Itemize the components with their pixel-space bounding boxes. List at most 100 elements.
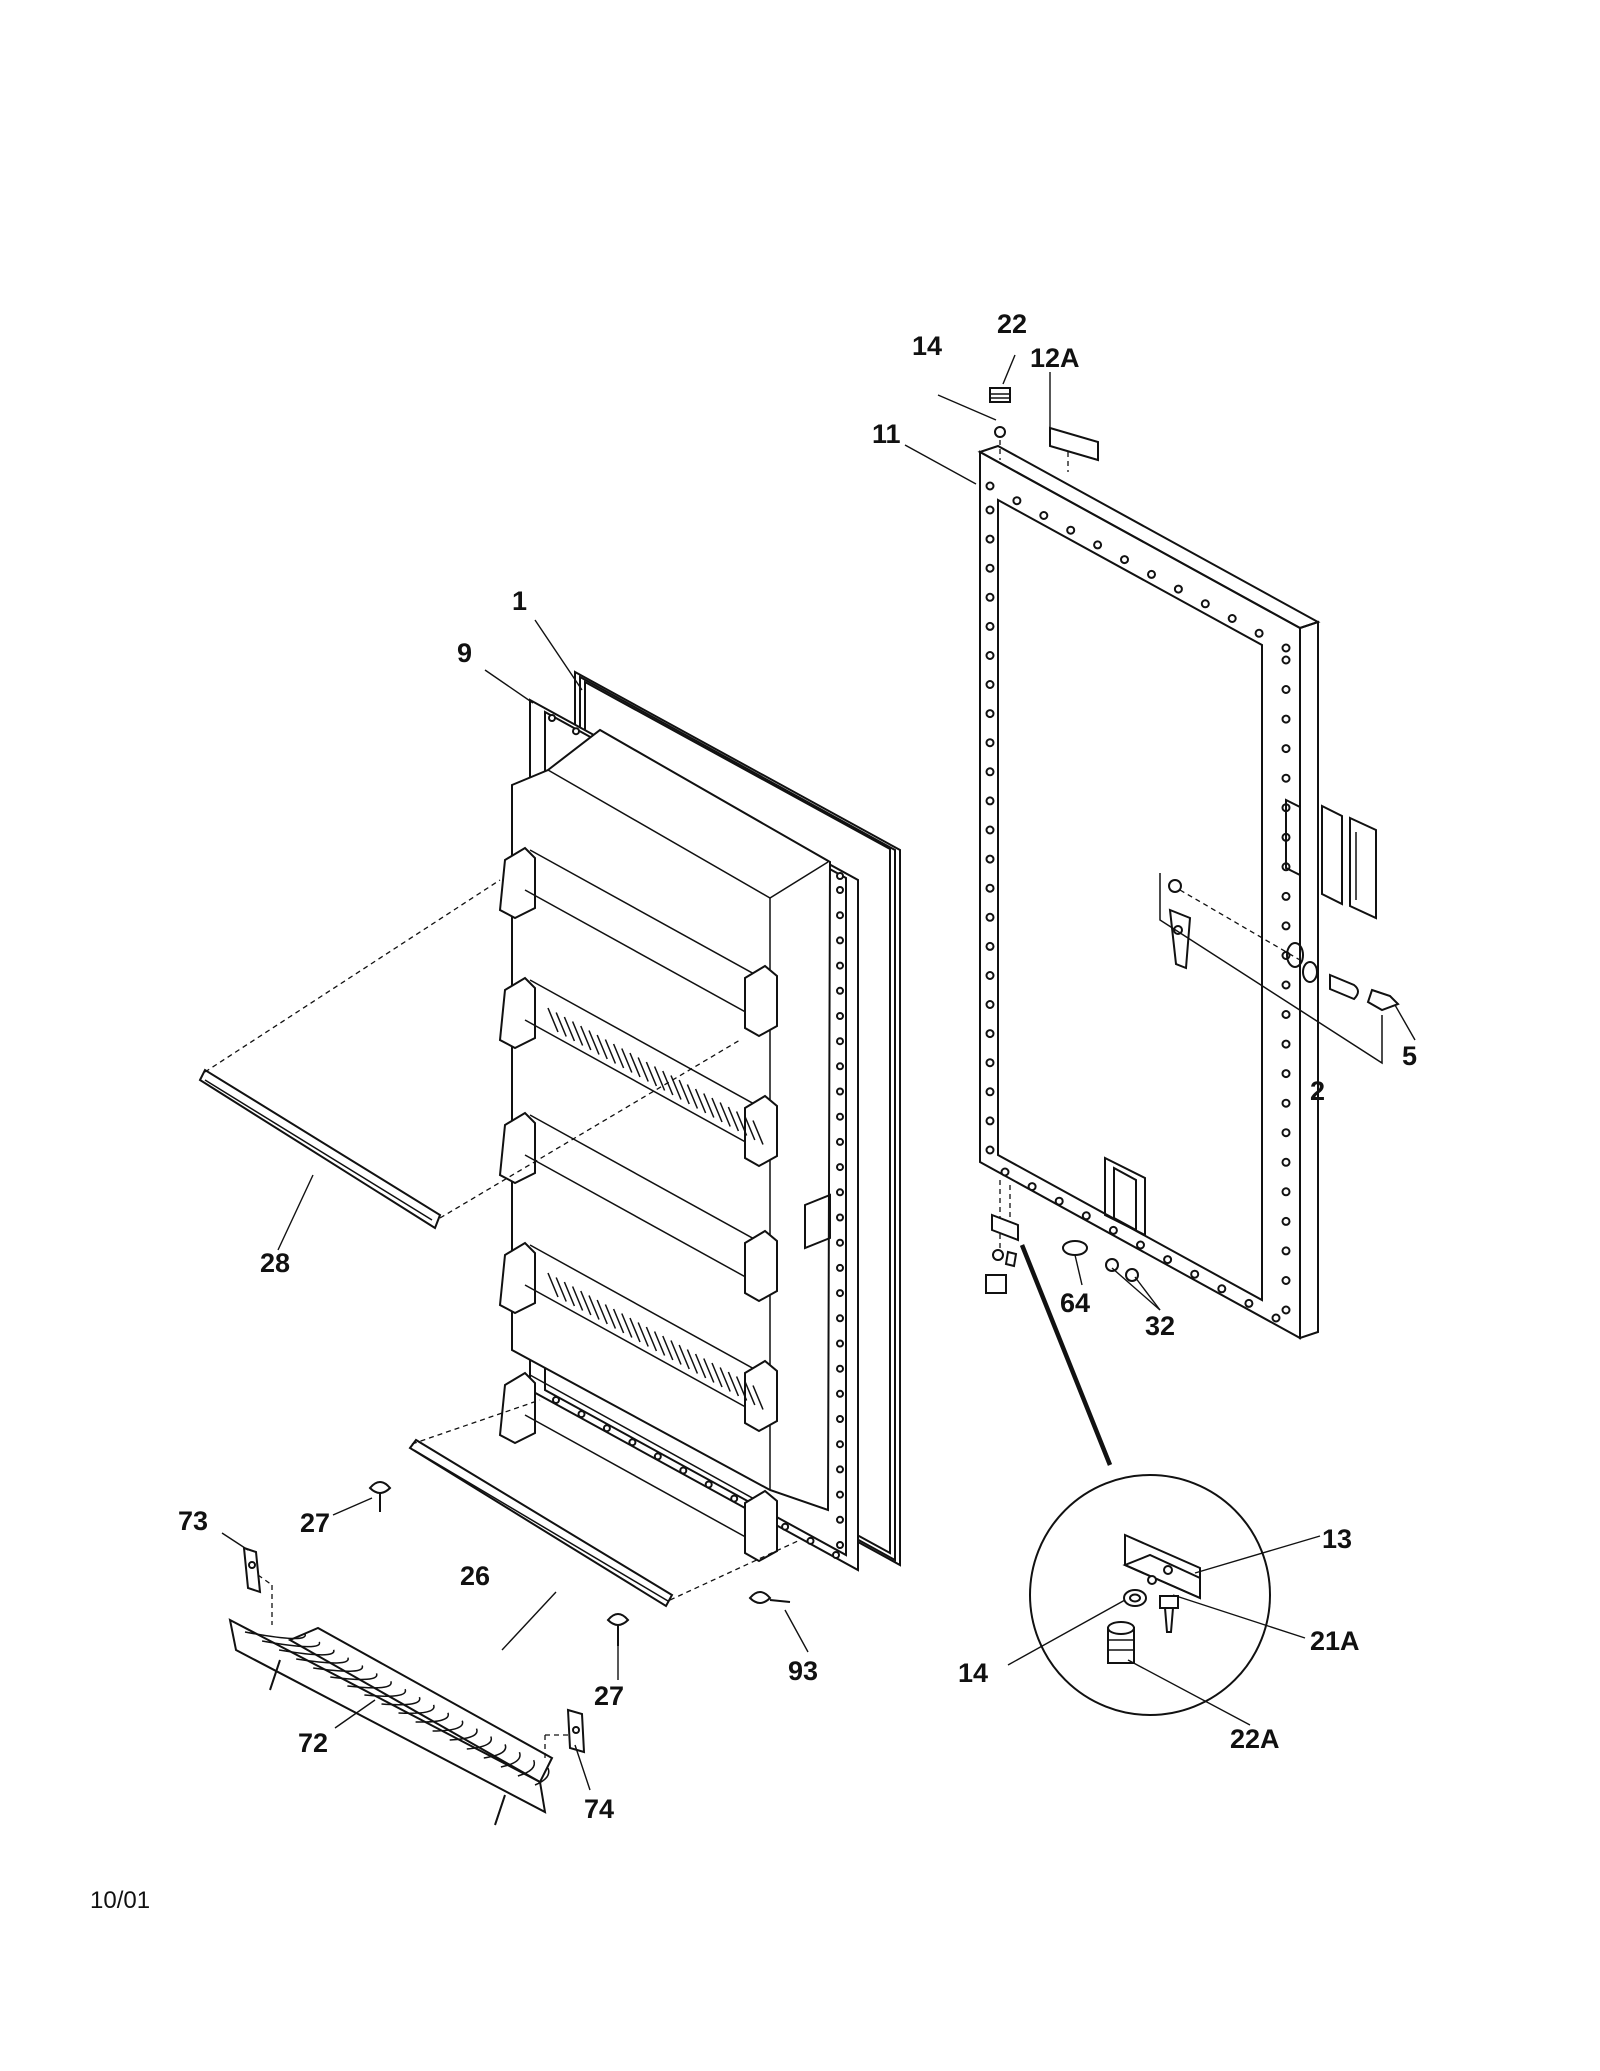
label-2: 2 — [1310, 1076, 1325, 1106]
screw-hole — [836, 1364, 844, 1373]
shelf-slat — [686, 1349, 699, 1374]
screw-hole — [836, 1263, 844, 1272]
shelf-slat — [694, 1088, 707, 1114]
shelf-slat — [678, 1344, 690, 1370]
shelf-slat — [555, 1012, 567, 1037]
screw-hole — [628, 1438, 637, 1447]
shelf-slat — [727, 1106, 740, 1132]
screw-hole — [836, 1087, 844, 1096]
shelf-slat — [588, 1030, 600, 1055]
label-28: 28 — [260, 1248, 290, 1278]
screw-hole — [985, 767, 995, 777]
shelf-slat — [621, 1048, 633, 1073]
basket-clip-73 — [242, 1546, 273, 1625]
shelf-slat — [571, 1286, 584, 1311]
shelf-slat — [719, 1102, 731, 1127]
shelf-slat — [752, 1120, 764, 1145]
screw-hole — [985, 505, 995, 515]
shelf-slat — [637, 1322, 649, 1347]
screw-hole — [1244, 1298, 1254, 1308]
basket-wire — [449, 1728, 478, 1741]
outer-door-panel — [977, 387, 1400, 1340]
screw-hole — [985, 651, 995, 660]
shelf-back — [529, 979, 766, 1111]
screw-hole — [602, 1424, 611, 1433]
shelf-slat — [662, 1335, 674, 1361]
shelf-end-right — [744, 1094, 778, 1168]
shelf-rail-28 — [198, 879, 741, 1230]
shelf-slat — [547, 1007, 559, 1033]
shelf-lip — [524, 1414, 761, 1546]
shelf-back — [529, 849, 766, 981]
screw-hole — [730, 1494, 739, 1503]
basket-wire — [466, 1736, 493, 1750]
screw-hole — [836, 1137, 844, 1146]
screw-hole — [832, 1551, 840, 1559]
leader-lines — [221, 354, 1416, 1791]
screw-hole — [1066, 525, 1076, 535]
shelf-slat — [711, 1097, 723, 1123]
screw-hole — [1147, 569, 1156, 579]
screw-hole — [836, 1163, 844, 1172]
screw-hole — [1281, 714, 1291, 724]
label-22A: 22A — [1230, 1724, 1280, 1754]
shelf-slat — [588, 1295, 600, 1320]
screw-hole — [1217, 1284, 1227, 1294]
basket-wire — [500, 1751, 521, 1768]
label-21A: 21A — [1310, 1626, 1360, 1656]
screw-hole — [836, 1339, 844, 1348]
basket-wire — [244, 1631, 306, 1640]
shelf-slat — [604, 1039, 617, 1064]
shelf-slat — [596, 1299, 608, 1325]
screw-hole — [1254, 628, 1264, 638]
screw-hole — [836, 1314, 844, 1323]
shelf-end-right — [744, 964, 778, 1038]
screw-hole — [836, 1188, 844, 1197]
shelf-slat — [580, 1025, 592, 1051]
screw-hole — [1039, 511, 1049, 520]
label-22: 22 — [997, 309, 1027, 339]
door-shelves — [498, 846, 778, 1563]
shelf-slat — [621, 1313, 633, 1338]
basket-wire — [347, 1681, 392, 1689]
shelf-rail-26 — [408, 1399, 801, 1608]
screw-hole — [985, 1000, 995, 1009]
screw-hole — [1281, 773, 1291, 783]
shelf-slat — [563, 1281, 576, 1307]
push-rivet-27-upper — [368, 1481, 392, 1512]
shelf-slat — [744, 1115, 756, 1141]
label-12A: 12A — [1030, 343, 1080, 373]
basket-wires — [244, 1631, 550, 1786]
basket-wire — [415, 1712, 450, 1723]
label-5: 5 — [1402, 1041, 1417, 1071]
shelf-slat — [555, 1277, 567, 1302]
screw-hole — [836, 936, 844, 945]
label-11: 11 — [872, 419, 901, 449]
door-shelf — [498, 846, 778, 1038]
screw-hole — [1000, 1167, 1010, 1177]
screw-hole — [1136, 1240, 1145, 1250]
screw-hole — [653, 1452, 662, 1461]
door-shelf — [498, 1111, 778, 1303]
screw-hole — [1281, 655, 1291, 665]
shelf-slat — [670, 1340, 682, 1365]
label-14-top: 14 — [912, 331, 942, 361]
screw-hole — [1173, 584, 1183, 594]
shelf-end-left — [498, 976, 536, 1050]
screw-hole — [679, 1466, 688, 1475]
screw-hole — [985, 971, 995, 980]
basket-wire — [534, 1767, 550, 1786]
label-72: 72 — [298, 1728, 328, 1758]
inner-door-liner — [498, 698, 859, 1572]
label-27-lower: 27 — [594, 1681, 624, 1711]
shelf-end-right — [744, 1359, 778, 1433]
screw-hole — [985, 680, 995, 689]
screw-hole — [836, 1490, 844, 1499]
revision-date: 10/01 — [90, 1887, 150, 1914]
screw-hole — [836, 1515, 844, 1524]
shelf-slat — [727, 1371, 740, 1397]
shelf-slat — [711, 1362, 723, 1388]
basket-wire — [313, 1665, 364, 1672]
label-14-bottom: 14 — [958, 1658, 988, 1688]
